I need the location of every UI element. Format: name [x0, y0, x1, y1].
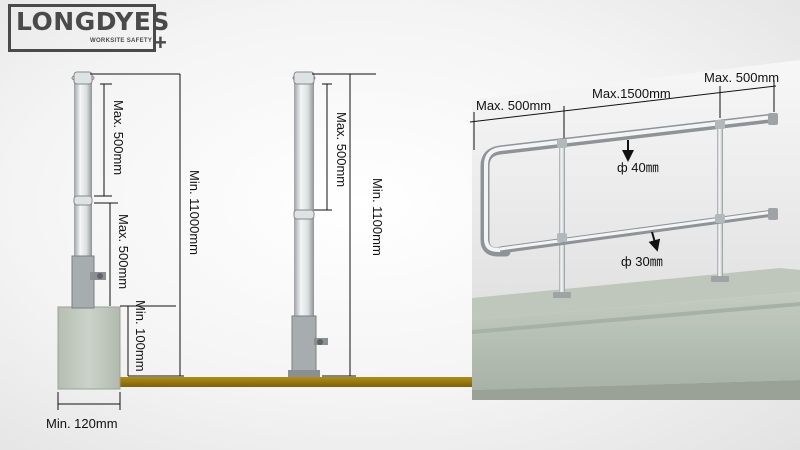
fitting-2-mid: [715, 214, 725, 223]
label-post-b-max-top: Max. 500mm: [334, 112, 349, 187]
slab-edge: [472, 302, 800, 334]
post-b-group: Max. 500mm Min. 1100mm: [288, 71, 385, 377]
post-a-pipe: [74, 78, 92, 258]
floor-strip: [115, 377, 473, 387]
label-rail-top-dia: ф 40㎜: [617, 160, 659, 175]
fitting-1-mid: [557, 233, 567, 242]
label-post-b-min-overall: Min. 1100mm: [370, 178, 385, 256]
slab-shadow: [472, 380, 800, 400]
rail-upright-2: [717, 120, 723, 280]
label-post-a-min-embed: Min. 100mm: [133, 300, 148, 372]
post-b-bolt: [317, 339, 323, 345]
post-b-top-clamp: [293, 71, 315, 85]
post-a-socket: [71, 255, 95, 309]
post-a-mid-clamp: [73, 195, 93, 206]
concrete-footing: [57, 306, 121, 390]
logo-plus-icon: +: [154, 30, 167, 55]
label-post-a-max-top: Max. 500mm: [111, 100, 126, 175]
brand-logo: LONGDYES WORKSITE SAFETY +: [8, 4, 170, 55]
brand-name: LONGDYES: [16, 7, 170, 36]
fitting-2-top: [715, 120, 725, 129]
post-b-pipe: [294, 78, 314, 318]
post-a-top-clamp: [73, 71, 93, 85]
label-rail-mid-dia: ф 30㎜: [621, 254, 663, 269]
arrow-mid-rail: [648, 231, 661, 252]
post-b-base-plate: [288, 370, 320, 377]
rail-upright-1: [559, 140, 565, 295]
rail-base-2: [711, 276, 729, 282]
wall-fitting-top: [768, 113, 778, 125]
rail-view-group: Max. 500mm Max.1500mm Max. 500mm ф 40㎜ ф…: [469, 60, 800, 400]
label-rail-max-left: Max. 500mm: [476, 98, 551, 113]
dim-line-rail: [469, 85, 777, 123]
label-post-a-min-base: Min. 120mm: [46, 416, 118, 431]
post-a-bolt: [97, 273, 103, 279]
slab-face: [472, 292, 800, 390]
brand-tagline: WORKSITE SAFETY: [90, 38, 153, 44]
label-rail-max-span: Max.1500mm: [592, 86, 671, 101]
wall-fitting-mid: [768, 208, 778, 220]
rail-base-1: [553, 292, 571, 298]
logo-frame: [8, 4, 156, 52]
label-post-a-max-mid: Max. 500mm: [116, 214, 131, 289]
post-b-mid-clamp: [293, 209, 315, 220]
label-post-a-min-overall: Min. 11000mm: [187, 170, 202, 255]
label-rail-max-right: Max. 500mm: [704, 70, 779, 85]
post-b-socket: [291, 315, 317, 375]
fitting-1-top: [557, 139, 567, 148]
post-a-group: Max. 500mm Max. 500mm Min. 11000mm Min. …: [46, 71, 473, 431]
